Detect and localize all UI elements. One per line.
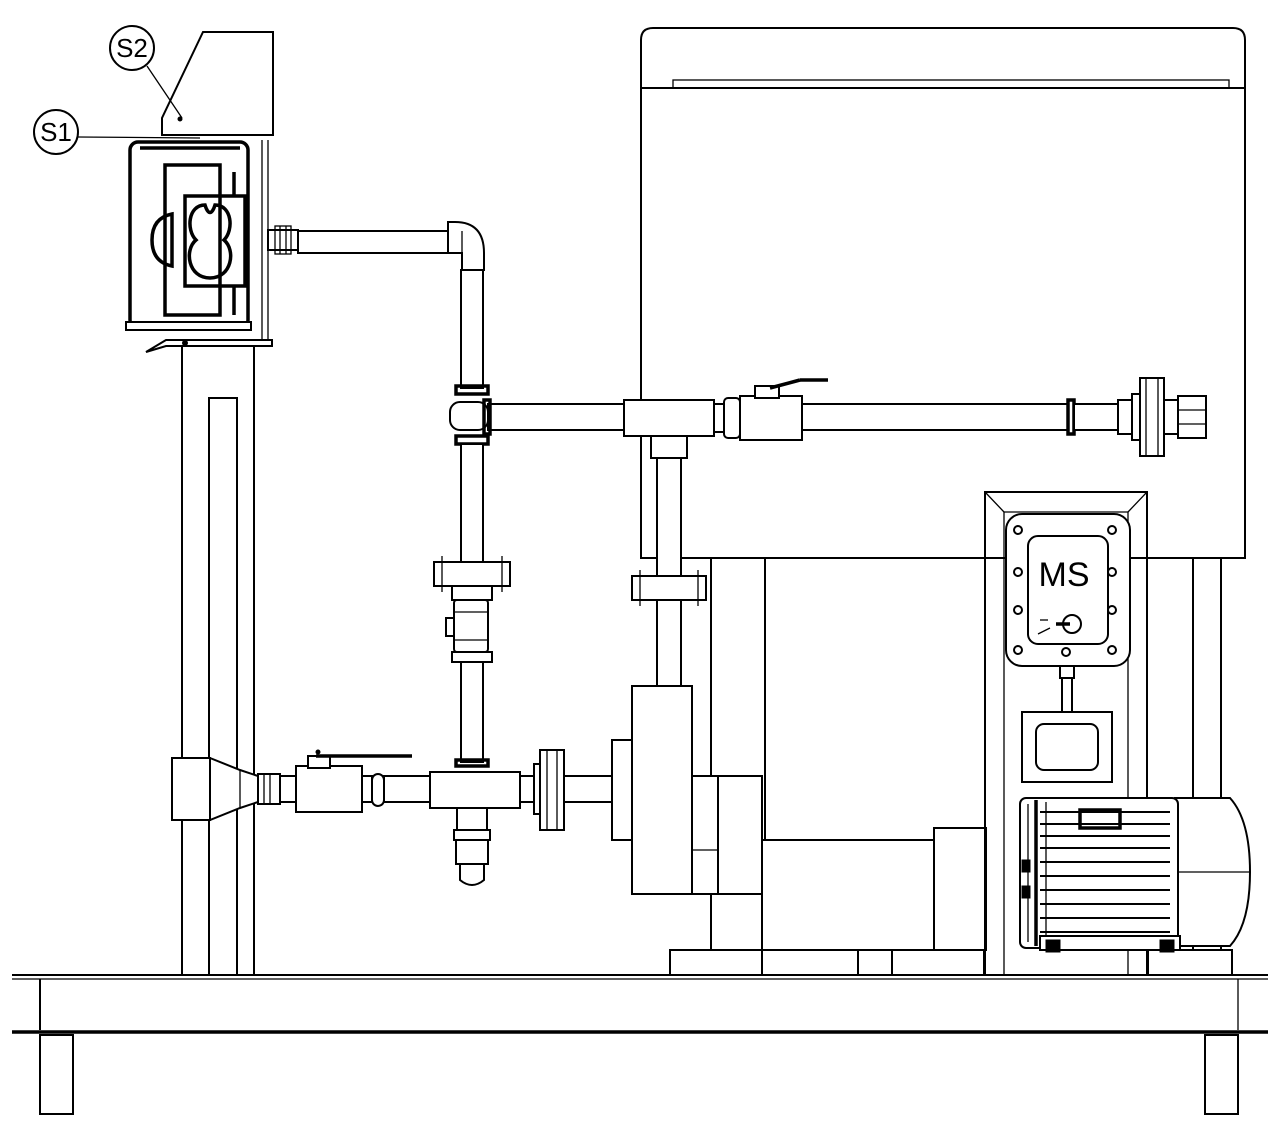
upper-piping [267, 221, 490, 563]
electric-motor [1019, 797, 1252, 953]
callout-s1-label: S1 [40, 117, 72, 147]
base-foot-left [39, 1034, 74, 1115]
strainer-body [129, 141, 249, 329]
callout-s2-bubble [109, 25, 155, 71]
suction-line [171, 749, 615, 886]
pump-baseplate [669, 949, 1233, 976]
motor-starter: MS [1005, 513, 1131, 783]
callout-s1: S1 [33, 109, 201, 155]
motor-starter-label: MS [1039, 556, 1090, 594]
starter-frame [984, 491, 1148, 975]
base-foot-right [1204, 1034, 1239, 1115]
bypass-line [433, 556, 511, 768]
centrifugal-pump [611, 685, 987, 951]
callout-s2-label: S2 [116, 33, 148, 63]
sensor-housing [125, 31, 274, 353]
callout-s2: S2 [109, 25, 183, 119]
header-pipe [482, 377, 1207, 459]
base-frame [12, 974, 1268, 1115]
callout-s1-bubble [33, 109, 79, 155]
discharge-riser [631, 457, 707, 687]
